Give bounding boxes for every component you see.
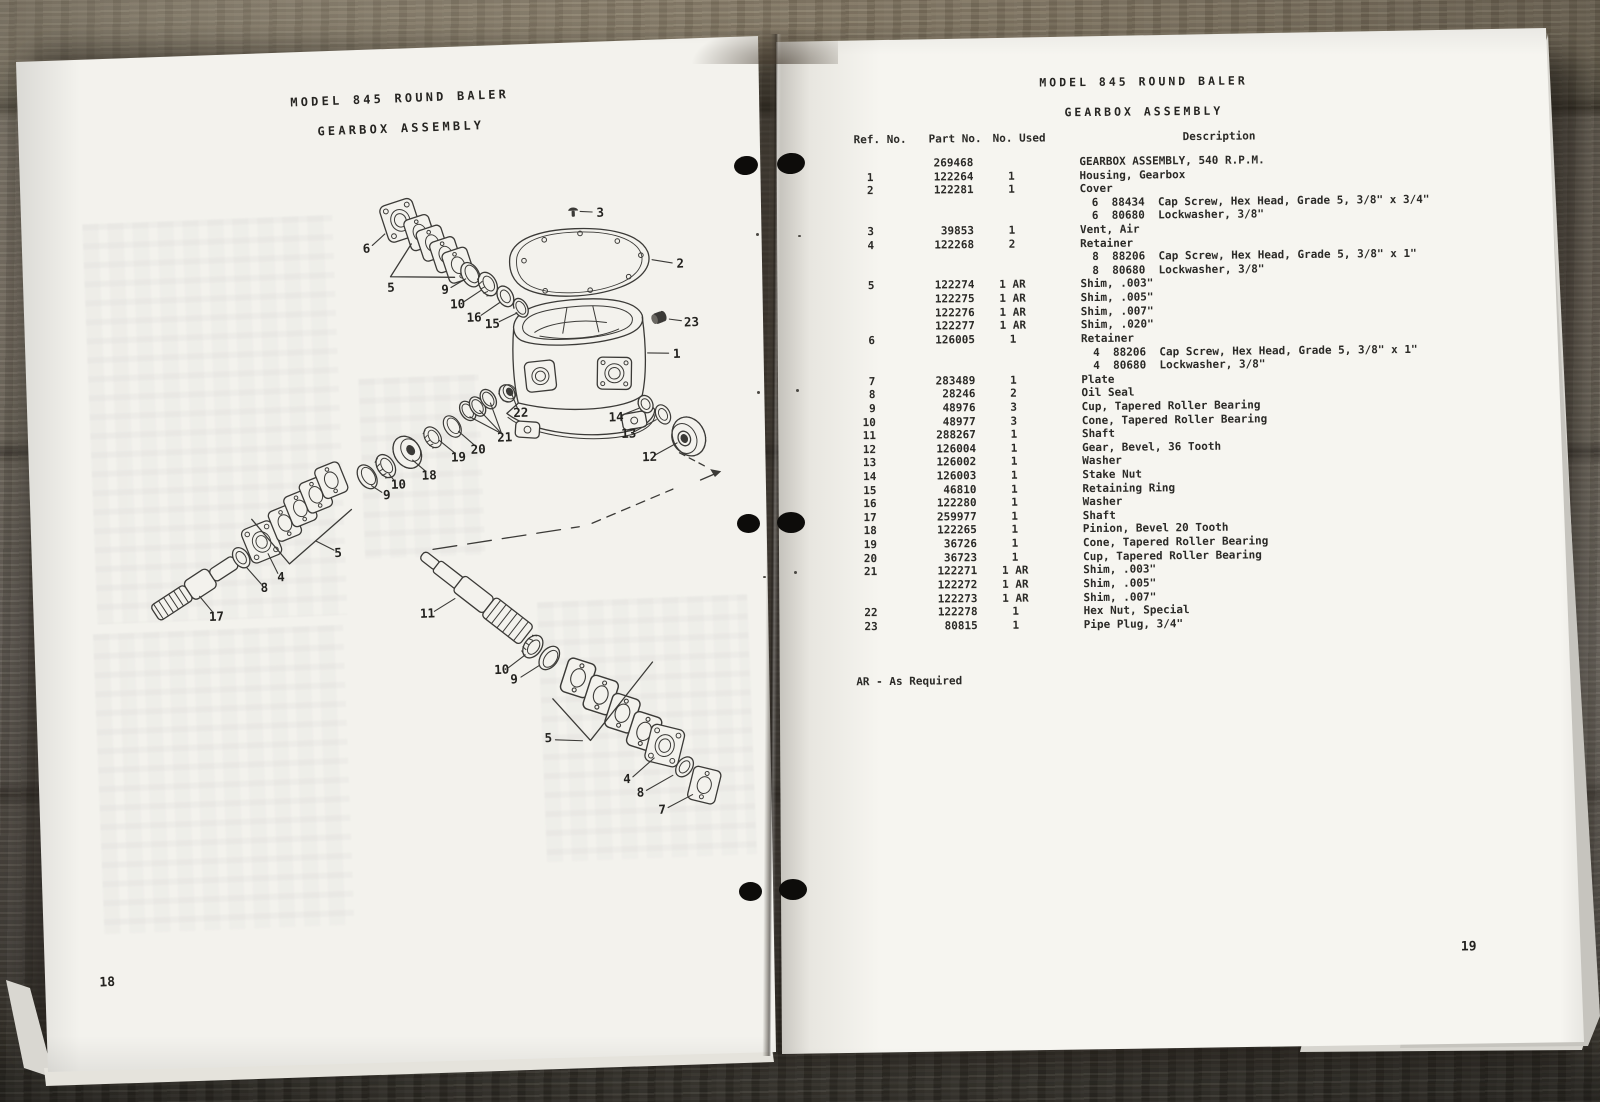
exploded-view-diagram: 3223165910161522212019181095481714131211… — [151, 196, 722, 817]
callout-number: 9 — [383, 487, 391, 502]
callout-number: 4 — [277, 569, 285, 584]
part-vent — [568, 207, 579, 217]
right-page-content: MODEL 845 ROUND BALER GEARBOX ASSEMBLY R… — [776, 20, 1596, 1058]
binder-hole — [737, 514, 760, 533]
page-number-18: 18 — [99, 974, 116, 991]
callout-number: 6 — [362, 241, 370, 256]
binder-hole — [777, 512, 805, 533]
chain-gear12 — [637, 394, 707, 457]
callout-number: 2 — [676, 256, 684, 271]
callout-number: 5 — [334, 545, 342, 560]
callout-number: 20 — [470, 441, 486, 457]
callout-number: 21 — [497, 429, 513, 445]
callout-number: 11 — [420, 605, 436, 621]
callout-number: 23 — [684, 314, 700, 330]
right-page-title-line1: MODEL 845 ROUND BALER — [1039, 73, 1248, 90]
ink-speck — [796, 389, 799, 392]
callout-number: 7 — [658, 802, 666, 817]
ink-speck — [756, 233, 759, 236]
callout-number: 15 — [485, 316, 501, 332]
ink-speck — [763, 576, 766, 578]
right-page-title-line2: GEARBOX ASSEMBLY — [1064, 103, 1224, 120]
ink-speck — [794, 571, 797, 574]
part-bevel-gear — [671, 416, 707, 457]
callout-number: 8 — [636, 784, 644, 799]
callout-number: 18 — [421, 467, 437, 483]
chain-mid — [151, 384, 517, 621]
callout-number: 10 — [450, 296, 466, 312]
callout-number: 8 — [260, 580, 268, 595]
column-header-description: Description — [1182, 129, 1256, 144]
callout-number: 5 — [387, 280, 395, 295]
callout-number: 13 — [621, 425, 637, 441]
ink-speck — [798, 235, 801, 237]
spine-top-fold-shadow — [688, 24, 838, 64]
part-cover — [508, 227, 650, 297]
part-pipe-plug — [651, 310, 667, 325]
ar-note: AR - As Required — [856, 674, 963, 689]
column-header-part-no: Part No. — [928, 132, 982, 146]
chain-lower — [420, 551, 722, 805]
callout-number: 1 — [673, 346, 681, 361]
ink-speck — [757, 391, 760, 394]
part-hex-nut — [498, 384, 517, 403]
callout-number: 4 — [623, 771, 631, 786]
callout-number: 5 — [544, 730, 552, 745]
part-housing — [506, 298, 656, 440]
callout-number: 14 — [608, 409, 624, 425]
callout-number: 22 — [513, 405, 529, 421]
column-header-no-used: No. Used — [992, 131, 1046, 145]
assembly-dashed-line — [432, 452, 722, 551]
callout-number: 16 — [466, 309, 482, 325]
callout-number: 9 — [441, 282, 449, 297]
callout-number: 10 — [494, 662, 510, 678]
binder-hole — [739, 882, 762, 901]
callout-number: 12 — [642, 449, 658, 465]
callout-number: 19 — [451, 449, 467, 465]
callout-number: 10 — [391, 476, 407, 492]
part-pinion-gear — [392, 435, 423, 469]
binder-hole — [779, 879, 807, 900]
callout-number: 3 — [596, 205, 604, 220]
page-number-19: 19 — [1460, 939, 1477, 955]
column-header-ref-no: Ref. No. — [853, 132, 907, 147]
callout-number: 17 — [209, 608, 225, 624]
callout-number: 9 — [510, 671, 518, 686]
left-page-content: MODEL 845 ROUND BALER GEARBOX ASSEMBLY — [16, 36, 776, 1071]
